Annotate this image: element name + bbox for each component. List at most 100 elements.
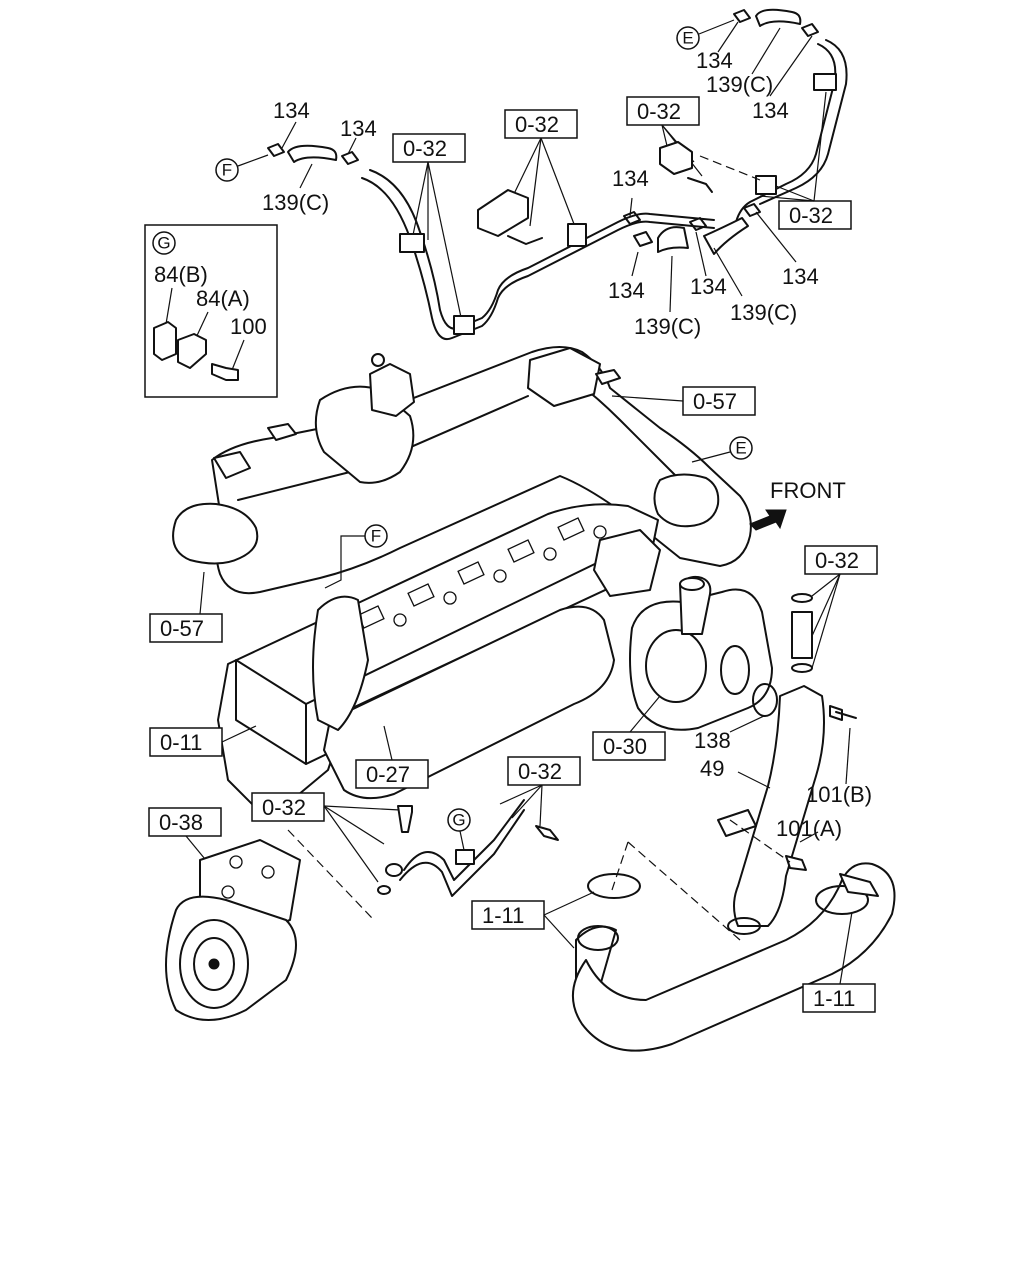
- hose-assembly-top-right: E 134 139(C) 134 0-32 0-32 134: [608, 8, 852, 339]
- leader: [324, 535, 365, 589]
- front-indicator: FRONT: [749, 478, 846, 531]
- compressor-body: [165, 895, 297, 1021]
- bolt-100: [211, 363, 239, 381]
- ref-box-0-57: [149, 613, 223, 643]
- pipe-clip: [399, 233, 425, 253]
- pipe-edge: [759, 39, 848, 205]
- exhaust-pipe-0-57: [211, 346, 752, 595]
- ref-label-0-11: 0-11: [160, 730, 202, 755]
- banjo-fitting: [385, 863, 403, 877]
- pipe-end: [727, 917, 761, 935]
- ref-label-0-27: 0-27: [366, 762, 410, 787]
- ref-box-0-38: [148, 807, 222, 837]
- pipe-clip: [813, 73, 837, 91]
- washer: [377, 885, 391, 895]
- ref-box-0-30: [592, 731, 666, 761]
- label-134: 134: [690, 274, 727, 299]
- ref-box-0-32: [804, 545, 878, 575]
- ref-label-0-30: 0-30: [603, 734, 647, 759]
- detail-box-g: G 84(B) 84(A) 100: [144, 224, 278, 398]
- air-line-edge: [399, 809, 525, 897]
- pump-inlet-top: [679, 577, 705, 591]
- ref-box-1-11: [802, 983, 876, 1013]
- hose-139c: [287, 144, 338, 163]
- pump-outlet: [720, 645, 750, 695]
- ref-label-1-11: 1-11: [482, 903, 524, 928]
- pipe-clip: [755, 175, 777, 195]
- marker-e-circle: [729, 436, 753, 460]
- marker-f-circle: [215, 158, 239, 182]
- compressor-flange: [179, 919, 249, 1009]
- ref-box-0-27: [355, 759, 429, 789]
- ref-label-0-32: 0-32: [515, 112, 559, 137]
- pipe-end-left: [172, 502, 259, 565]
- pipe-bracket: [717, 809, 757, 837]
- clamp-lug: [839, 873, 879, 897]
- ref-label-0-32: 0-32: [518, 759, 562, 784]
- o-ring-138: [752, 683, 778, 717]
- label-84b: 84(B): [154, 262, 208, 287]
- bolt: [535, 825, 559, 841]
- marker-g-text: G: [452, 811, 465, 830]
- pipe-end-right: [653, 473, 720, 528]
- ref-label-0-32: 0-32: [815, 548, 859, 573]
- pipe-clip: [453, 315, 475, 335]
- hose-139c: [703, 217, 749, 255]
- ref-label-0-32: 0-32: [403, 136, 447, 161]
- detail-box-frame: [144, 224, 278, 398]
- label-101b: 101(B): [806, 782, 872, 807]
- bolt: [507, 235, 543, 245]
- engine-references: 0-57 0-57 0-11 0-27 0-30: [149, 386, 756, 789]
- label-84a: 84(A): [196, 286, 250, 311]
- label-139c: 139(C): [730, 300, 797, 325]
- label-front: FRONT: [770, 478, 846, 503]
- lower-pipe-assembly: 1-11 1-11: [471, 841, 896, 1052]
- pipe-end: [815, 885, 869, 915]
- ref-label-0-32: 0-32: [637, 99, 681, 124]
- bolt-101b: [835, 711, 857, 719]
- flange-block: [527, 347, 601, 407]
- engine-assembly: [172, 346, 773, 821]
- o-ring: [791, 593, 813, 603]
- marker-g-circle: [152, 231, 176, 255]
- charge-air-pipe: [571, 862, 896, 1052]
- water-pipe-assembly: 0-32 138 49 101(B) 101(A): [694, 545, 878, 935]
- ref-box-1-11: [471, 900, 545, 930]
- ref-label-0-57: 0-57: [693, 389, 737, 414]
- hose-139c: [755, 8, 802, 27]
- bracket: [477, 189, 529, 237]
- label-134: 134: [608, 278, 645, 303]
- compressor-shaft: [208, 958, 220, 970]
- hose-clamp-large: [587, 873, 641, 899]
- label-134: 134: [752, 98, 789, 123]
- label-49: 49: [700, 756, 724, 781]
- clamp-84a: [177, 333, 207, 369]
- ref-box-0-32: [251, 792, 325, 822]
- hose-clamp: [623, 211, 641, 225]
- flange-block: [369, 363, 415, 417]
- air-line: [403, 799, 525, 881]
- intake-pipe: [312, 595, 369, 731]
- ref-box-0-11: [149, 727, 223, 757]
- connector-tube: [791, 611, 813, 659]
- bolt-head: [371, 353, 385, 367]
- ref-box-0-32: [392, 133, 466, 163]
- bolt: [687, 177, 713, 193]
- marker-g-circle: [447, 808, 471, 832]
- hose-clamp: [341, 151, 359, 165]
- clamp-84b: [153, 321, 177, 361]
- ref-label-0-32: 0-32: [262, 795, 306, 820]
- ref-label-1-11: 1-11: [813, 986, 855, 1011]
- label-134: 134: [273, 98, 310, 123]
- label-134: 134: [340, 116, 377, 141]
- hose-assembly-top-left: F 134 134 139(C) 0-32 0-32: [215, 98, 715, 340]
- label-139c: 139(C): [706, 72, 773, 97]
- pump-housing: [645, 629, 707, 703]
- pipe-clamp: [577, 925, 619, 951]
- label-139c: 139(C): [634, 314, 701, 339]
- fitting: [213, 451, 251, 479]
- pipe: [735, 43, 837, 223]
- bracket: [659, 141, 693, 175]
- marker-f-text: F: [222, 161, 232, 180]
- ref-label-0-57: 0-57: [160, 616, 204, 641]
